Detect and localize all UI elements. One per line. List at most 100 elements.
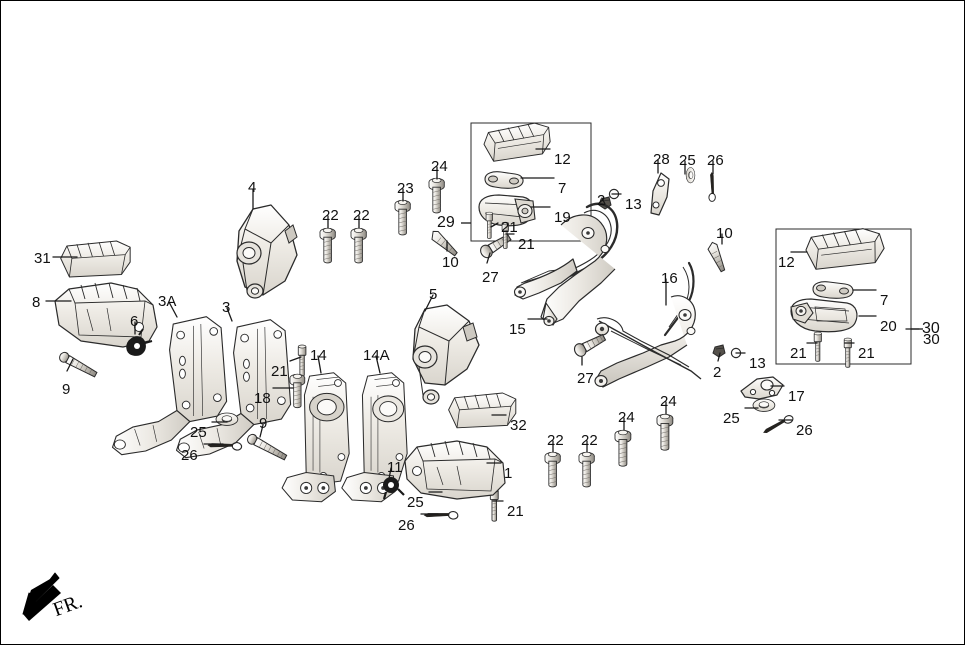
part-24-bolt-flange-long-b: [656, 413, 674, 451]
part-25-washer-right: [752, 398, 776, 412]
callout-label-22-45: 22: [547, 432, 564, 449]
callout-label-27-40: 27: [577, 370, 594, 387]
callout-leader-27-25: [486, 252, 491, 264]
callout-label-12-27: 12: [554, 151, 571, 168]
part-27-bolt-shoulder-right: [573, 333, 607, 357]
callout-leader-2-32: [601, 197, 606, 205]
part-26-cotter-pin-right: [760, 413, 795, 435]
callout-label-7-51: 7: [880, 292, 889, 309]
callout-label-4-19: 4: [248, 179, 257, 196]
callout-label-25-6: 25: [190, 424, 207, 441]
front-direction-arrow: [22, 572, 61, 621]
callout-label-25-35: 25: [679, 152, 696, 169]
part-23-bolt-flange-medium: [394, 199, 411, 236]
callout-leader-11-13: [388, 467, 392, 480]
callout-label-15-38: 15: [509, 321, 526, 338]
callout-leader-lines: [45, 148, 920, 515]
part-8-footrest-left-rider: [54, 282, 158, 348]
callout-label-19-29: 19: [554, 209, 571, 226]
part-6-spring-clip-small: [126, 328, 153, 356]
callout-label-3A-3: 3A: [158, 293, 177, 310]
part-24-bolt-flange-long-top: [428, 177, 445, 214]
callout-label-21-53: 21: [790, 345, 807, 362]
callout-label-10-24: 10: [442, 254, 459, 271]
callout-label-8-1: 8: [32, 294, 41, 311]
group-box-30: [775, 228, 912, 365]
part-17-bracket-triangle: [740, 376, 784, 400]
part-4-bracket-heel-guard-right: [236, 204, 298, 299]
callout-leader-2-41: [717, 352, 721, 362]
callout-label-24-43: 24: [618, 409, 635, 426]
callout-label-32-18: 32: [510, 417, 527, 434]
part-9-bolt-long-center: [247, 433, 288, 461]
callout-label-13-42: 13: [749, 355, 766, 372]
part-assembly-brake-pedal: [513, 202, 619, 327]
callout-label-17-47: 17: [788, 388, 805, 405]
part-16-linkage-arm: [594, 261, 702, 388]
callout-leader-3A-3: [168, 301, 178, 318]
callout-label-22-46: 22: [581, 432, 598, 449]
callout-label-18-9: 18: [254, 390, 271, 407]
part-25-washer-left: [215, 412, 239, 426]
callout-label-11-13: 11: [387, 459, 403, 476]
part-22-bolt-flange-a: [319, 227, 336, 264]
callout-leader-5-26: [424, 294, 434, 312]
group-box-29: [470, 122, 592, 242]
part-25-washer-top-right: [685, 167, 696, 184]
part-22-bolt-flange-b: [350, 227, 367, 264]
callout-leader-14A-12: [375, 355, 381, 374]
part-2-pin-clip-lower: [712, 344, 726, 358]
callout-label-20-52: 20: [880, 318, 897, 335]
callout-label-22-20: 22: [322, 207, 339, 224]
part-21-bolt-pillion-right-a: [813, 331, 822, 362]
part-9-bolt-long-left: [59, 351, 98, 378]
part-31-cover-footrest-rider-left: [60, 240, 131, 278]
callout-label-7-28: 7: [558, 180, 567, 197]
callout-label-21-31: 21: [518, 236, 535, 253]
callout-label-16-39: 16: [661, 270, 678, 287]
callout-leader-3-4: [226, 307, 233, 322]
callout-label-21-8: 21: [271, 363, 288, 380]
callout-label-9-10: 9: [259, 415, 268, 432]
callout-label-25-14: 25: [407, 494, 424, 511]
callout-label-10-37: 10: [716, 225, 733, 242]
callout-label-13-33: 13: [625, 196, 642, 213]
part-22-bolt-flange-d: [578, 451, 595, 488]
callout-label-3-4: 3: [222, 299, 231, 316]
callout-label-30-55: 30: [923, 331, 940, 348]
callout-label-26-15: 26: [398, 517, 415, 534]
part-12-cover-footrest-pillion-left: [483, 122, 551, 162]
part-11-spring-torsion: [382, 477, 405, 500]
callout-label-21-16: 21: [507, 503, 524, 520]
callout-label-2-41: 2: [713, 364, 722, 381]
callout-leader-9-10: [259, 424, 264, 438]
callout-label-27-25: 27: [482, 269, 499, 286]
callout-label-28-34: 28: [653, 151, 670, 168]
callout-label-5-26: 5: [429, 286, 438, 303]
callout-label-24-23: 24: [431, 158, 448, 175]
callout-label-21-54: 21: [858, 345, 875, 362]
callout-label-21-30: 21: [501, 219, 518, 236]
group-label-29: 29: [437, 214, 455, 231]
part-12-cover-footrest-pillion-right: [805, 228, 885, 270]
part-26-cotter-pin-top-right: [707, 171, 719, 203]
part-22-bolt-flange-c: [544, 451, 561, 488]
callout-label-12-50: 12: [778, 254, 795, 271]
part-1-footrest-right-rider: [404, 440, 506, 500]
callout-leader-9-5: [66, 358, 74, 372]
part-5-bracket-heel-guard-left: [412, 304, 480, 405]
callout-label-9-5: 9: [62, 381, 71, 398]
callout-label-6-2: 6: [130, 313, 139, 330]
part-10-pin-shaft-left: [431, 230, 458, 257]
part-18-bolt-flange-short: [289, 373, 306, 409]
part-7-plate-footrest-pillion-right: [812, 281, 854, 299]
part-28-lever-plate: [650, 172, 670, 216]
part-7-plate-footrest-pillion-left: [484, 171, 524, 189]
callout-label-26-7: 26: [181, 447, 198, 464]
part-32-cover-footrest-rider-right: [448, 392, 517, 429]
callout-leader-21-8: [289, 356, 302, 362]
callout-label-31-0: 31: [34, 250, 51, 267]
callout-label-24-44: 24: [660, 393, 677, 410]
